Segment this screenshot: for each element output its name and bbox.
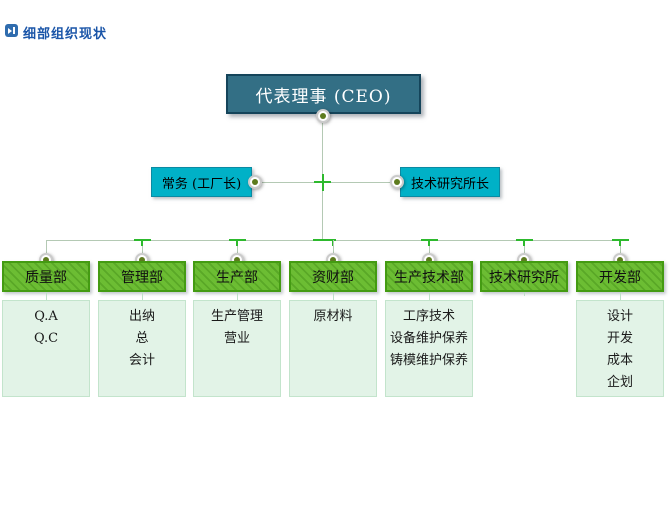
connector-members-stub	[142, 292, 143, 300]
member-item: 会计	[128, 353, 155, 368]
department-label: 开发部	[599, 269, 641, 286]
connector-dot-ceo	[316, 109, 330, 123]
department-members-box: 设计开发成本企划	[576, 300, 664, 397]
connector-members-stub	[46, 292, 47, 300]
connector-dept-drop	[524, 240, 525, 253]
member-item: 出纳	[128, 309, 155, 324]
node-executive-director-label: 常务 (工厂长)	[161, 176, 242, 192]
node-tech-institute-head[interactable]: 技术研究所长	[400, 167, 500, 197]
node-tech-institute-head-label: 技术研究所长	[410, 176, 489, 192]
member-item: 企划	[606, 375, 633, 390]
member-item: 铸模维护保养	[389, 353, 468, 368]
department-label: 资财部	[312, 269, 354, 286]
member-item: 工序技术	[402, 309, 455, 324]
member-item: 生产管理	[210, 309, 263, 324]
junction-dept-tick-vertical	[619, 239, 621, 246]
department-label: 生产技术部	[394, 269, 464, 286]
junction-dept-tick-vertical	[428, 239, 430, 246]
junction-dept-tick-vertical	[523, 239, 525, 246]
member-item: Q.A	[34, 309, 58, 324]
member-item: 成本	[606, 353, 633, 368]
connector-members-stub	[524, 292, 525, 296]
node-executive-director[interactable]: 常务 (工厂长)	[151, 167, 252, 197]
connector-members-stub	[620, 292, 621, 300]
department-node[interactable]: 生产部	[193, 261, 281, 292]
page-title: 细部组织现状	[23, 27, 108, 42]
member-item: 设备维护保养	[389, 331, 468, 346]
department-members-box: 出纳总会计	[98, 300, 186, 397]
member-item: 原材料	[313, 309, 353, 324]
department-node[interactable]: 生产技术部	[385, 261, 473, 292]
junction-cross-vertical	[322, 174, 324, 191]
node-ceo-label: 代表理事 (CEO)	[255, 86, 392, 107]
step-forward-icon	[5, 24, 18, 37]
department-label: 质量部	[25, 269, 67, 286]
connector-dept-drop	[46, 240, 47, 253]
member-item: 总	[135, 331, 149, 346]
department-node[interactable]: 技术研究所	[480, 261, 568, 292]
member-item: 营业	[223, 331, 250, 346]
connector-dept-drop	[237, 240, 238, 253]
connector-dept-drop	[142, 240, 143, 253]
department-label: 管理部	[121, 269, 163, 286]
department-label: 生产部	[216, 269, 258, 286]
department-members-box: 工序技术设备维护保养铸模维护保养	[385, 300, 473, 397]
connector-dept-drop	[620, 240, 621, 253]
member-item: 设计	[606, 309, 633, 324]
department-members-box: Q.A Q.C	[2, 300, 90, 397]
connector-dot-executive	[248, 175, 262, 189]
junction-dept-tick-vertical	[236, 239, 238, 246]
connector-members-stub	[333, 292, 334, 300]
connector-members-stub	[237, 292, 238, 300]
connector-dept-drop	[333, 240, 334, 253]
department-members-box: 原材料	[289, 300, 377, 397]
member-item: 开发	[606, 331, 633, 346]
junction-bus-tick-horizontal	[313, 239, 336, 241]
department-label: 技术研究所	[489, 269, 559, 286]
member-item: Q.C	[33, 331, 59, 346]
node-ceo[interactable]: 代表理事 (CEO)	[226, 74, 421, 114]
department-node[interactable]: 质量部	[2, 261, 90, 292]
connector-members-stub	[429, 292, 430, 300]
connector-dot-institute	[390, 175, 404, 189]
connector-dept-drop	[429, 240, 430, 253]
department-members-box: 生产管理营业	[193, 300, 281, 397]
department-node[interactable]: 管理部	[98, 261, 186, 292]
department-node[interactable]: 开发部	[576, 261, 664, 292]
junction-dept-tick-vertical	[141, 239, 143, 246]
department-node[interactable]: 资财部	[289, 261, 377, 292]
